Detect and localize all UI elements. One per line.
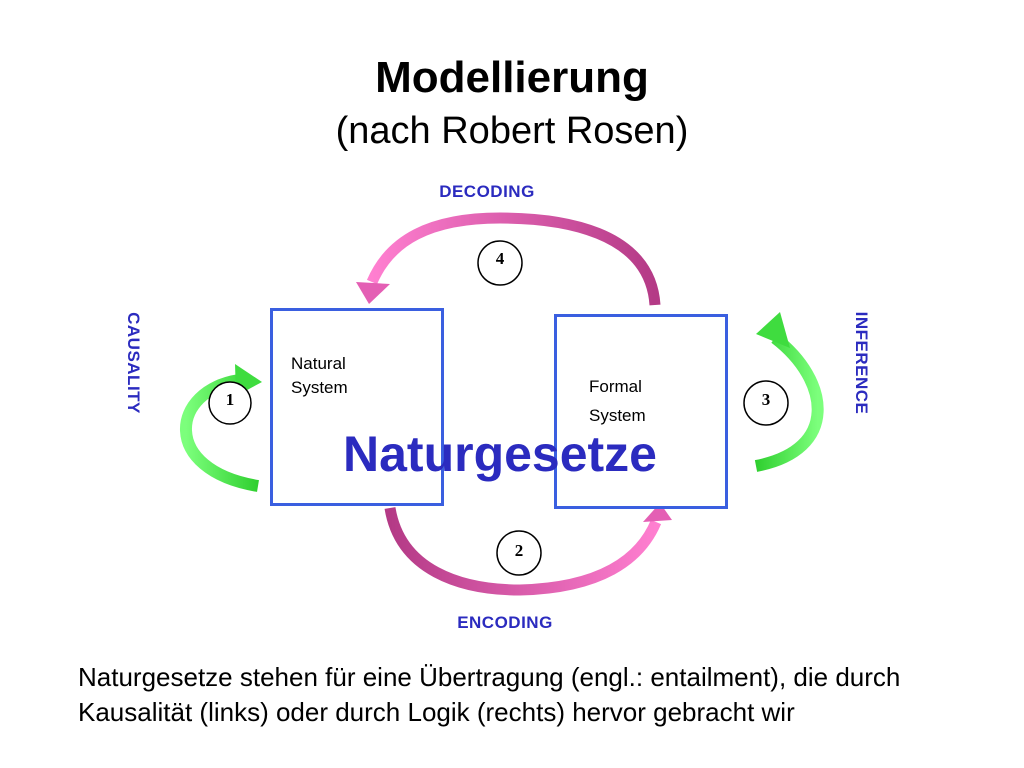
page-title: Modellierung: [375, 53, 649, 102]
number-label-4: 4: [495, 249, 505, 268]
number-circle-3: [743, 380, 789, 426]
number-label-2: 2: [514, 541, 524, 560]
causality-label: CAUSALITY: [124, 312, 143, 414]
naturgesetze-label: Naturgesetze: [343, 426, 657, 482]
encoding-arrow: [384, 503, 672, 596]
number-label-3: 3: [761, 390, 771, 409]
natural-system-label: Natural System: [291, 352, 411, 400]
decoding-label: DECODING: [439, 182, 535, 201]
formal-system-label-line2: System: [589, 406, 646, 425]
number-circle-2: [496, 530, 542, 576]
formal-system-label: Formal System: [589, 372, 709, 430]
encoding-label: ENCODING: [457, 613, 553, 632]
natural-system-label-line2: System: [291, 378, 348, 397]
caption-text: Naturgesetze stehen für eine Übertragung…: [78, 662, 901, 727]
formal-system-label-line1: Formal: [589, 377, 642, 396]
natural-system-label-line1: Natural: [291, 354, 346, 373]
number-label-1: 1: [225, 390, 235, 409]
inference-label: INFERENCE: [852, 311, 871, 415]
page-subtitle: (nach Robert Rosen): [335, 110, 689, 152]
decoding-arrow: [356, 212, 661, 306]
natural-system-box: [270, 308, 444, 506]
inference-arrow: [754, 312, 824, 472]
number-circle-1: [208, 381, 252, 425]
formal-system-box: [554, 314, 728, 509]
number-circle-4: [477, 240, 523, 286]
